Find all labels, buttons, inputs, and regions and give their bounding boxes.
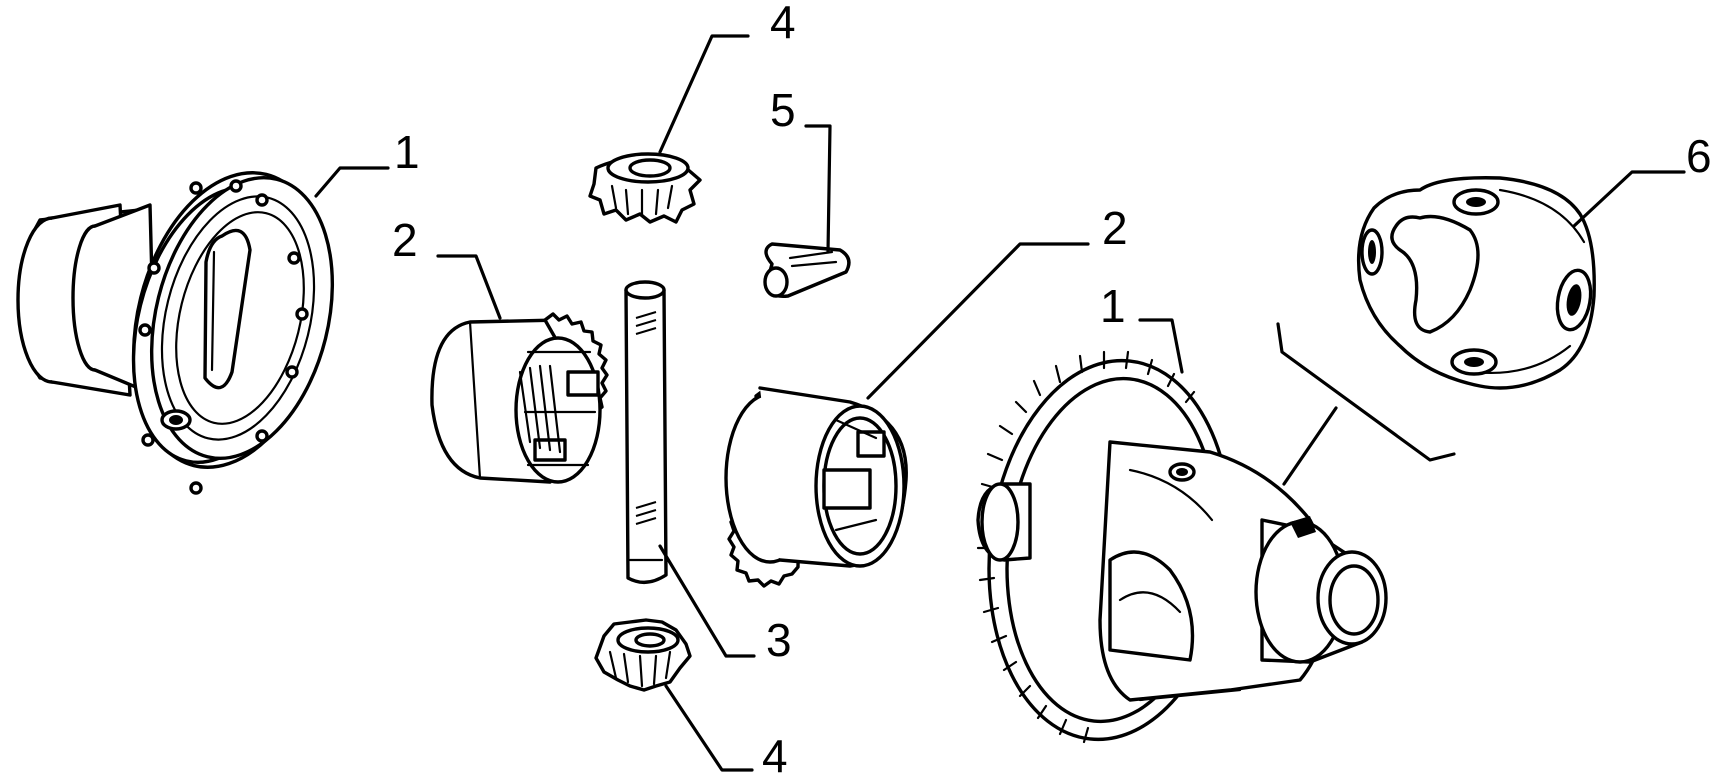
callout-1-right: 1 (1100, 280, 1126, 332)
leader-2-right (866, 242, 1090, 400)
part-3-shaft (624, 280, 668, 584)
leader-4-bottom (664, 684, 754, 772)
callout-4-top: 4 (770, 0, 796, 48)
leader-5 (804, 124, 832, 254)
part-2-right-side-gear (724, 386, 908, 588)
part-4-top-pinion-gear (588, 152, 702, 224)
leader-1-right (1138, 318, 1184, 374)
callout-2-right: 2 (1102, 202, 1128, 254)
leader-4-top (658, 34, 750, 154)
assembly-bracket (1276, 322, 1456, 486)
callout-1-left: 1 (394, 126, 420, 178)
callout-2-left: 2 (392, 214, 418, 266)
callout-3: 3 (766, 614, 792, 666)
callout-5: 5 (770, 84, 796, 136)
leader-1-left (314, 166, 390, 198)
leader-6 (1572, 170, 1686, 228)
leader-2-left (436, 254, 502, 320)
leader-3 (658, 544, 756, 658)
part-1-left-case-half (16, 171, 335, 495)
part-2-left-side-gear (430, 312, 609, 484)
callout-6: 6 (1686, 130, 1712, 182)
leader-lines (314, 34, 1686, 772)
callout-4-bottom: 4 (762, 730, 788, 776)
part-6-carrier (1356, 176, 1596, 390)
part-5-pin (763, 242, 851, 298)
callout-labels: 1 2 4 5 2 1 6 3 4 (392, 0, 1712, 776)
part-4-bottom-pinion-gear (594, 618, 692, 692)
part-1-right-assembled-differential (976, 350, 1388, 744)
